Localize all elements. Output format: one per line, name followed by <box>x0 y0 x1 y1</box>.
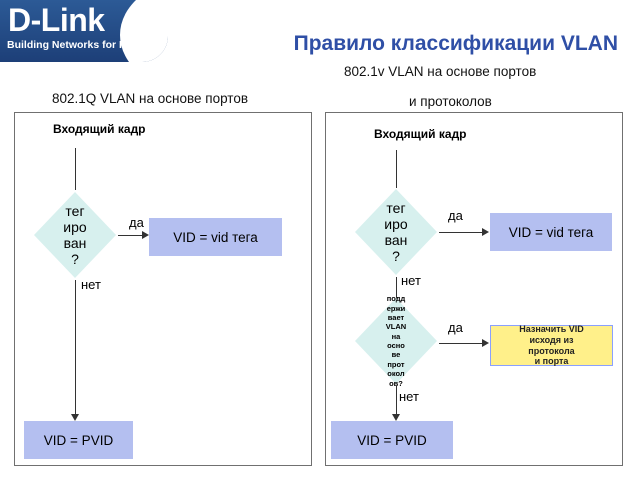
right-result-protocol-vid: Назначить VID исходя из протокола и порт… <box>490 324 613 366</box>
right-arrow-yes-1 <box>482 228 489 236</box>
left-result-vid-tag: VID = vid тега <box>149 218 282 256</box>
left-subtitle: 802.1Q VLAN на основе портов <box>52 91 249 106</box>
left-arrow-no <box>71 414 79 421</box>
right-arrow-yes-2 <box>482 339 489 347</box>
right-input-label: Входящий кадр <box>374 127 467 141</box>
left-flowchart-panel <box>14 112 312 466</box>
right-decision-text-2: подд ержи вает VLAN на осно ве прот окол… <box>385 294 407 388</box>
right-connector-yes-2 <box>439 343 482 344</box>
left-connector-no <box>75 280 76 414</box>
left-decision-text: тег иро ван ? <box>63 202 87 268</box>
right-connector-in <box>396 150 397 188</box>
right-yes-label-1: да <box>448 208 463 223</box>
left-input-label: Входящий кадр <box>53 122 146 136</box>
right-decision-diamond-2 <box>355 298 437 384</box>
right-decision-text-1: тег иро ван ? <box>384 199 408 265</box>
right-subtitle-line1: 802.1v VLAN на основе портов <box>344 64 537 79</box>
left-result-pvid: VID = PVID <box>24 421 133 459</box>
logo-swoosh <box>120 0 168 62</box>
left-yes-label: да <box>129 215 144 230</box>
right-connector-no-2 <box>396 386 397 414</box>
logo-tagline: Building Networks for People <box>7 39 154 51</box>
left-connector-in <box>75 148 76 190</box>
right-decision-diamond-1 <box>355 189 437 275</box>
left-decision-diamond <box>34 192 116 278</box>
right-no-label-1: нет <box>401 273 421 288</box>
right-result-pvid: VID = PVID <box>331 421 453 459</box>
logo-name: D-Link <box>8 2 105 38</box>
right-result-vid-tag: VID = vid тега <box>490 213 612 251</box>
page-title: Правило классификации VLAN <box>293 32 618 55</box>
right-subtitle-line2: и протоколов <box>409 94 492 109</box>
left-no-label: нет <box>81 277 101 292</box>
right-connector-mid <box>396 277 397 301</box>
left-arrow-yes <box>142 231 149 239</box>
dlink-logo: D-Link Building Networks for People <box>0 0 168 62</box>
right-yes-label-2: да <box>448 320 463 335</box>
right-no-label-2: нет <box>399 389 419 404</box>
right-connector-yes-1 <box>439 232 482 233</box>
right-flowchart-panel <box>325 112 623 466</box>
right-arrow-no-2 <box>392 414 400 421</box>
left-connector-yes <box>118 235 142 236</box>
